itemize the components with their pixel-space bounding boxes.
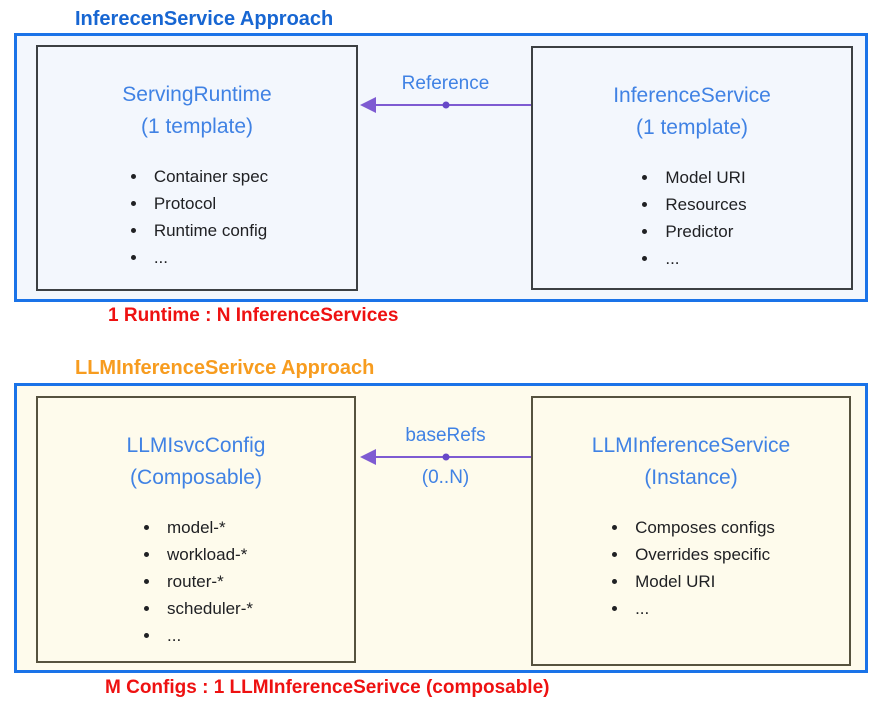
approach-panel: ServingRuntime (1 template) Container sp… <box>14 33 868 302</box>
cardinality-caption: 1 Runtime : N InferenceServices <box>108 305 399 326</box>
cardinality-caption: M Configs : 1 LLMInferenceSerivce (compo… <box>105 677 550 698</box>
box-subheading: (Composable) <box>130 466 262 489</box>
feature-item: Protocol <box>126 190 268 217</box>
arrow-head-icon <box>360 449 376 465</box>
box-heading: InferenceService <box>613 84 771 107</box>
arrow-shaft <box>373 103 531 107</box>
arrow-shaft <box>373 455 531 459</box>
baserefs-arrow: baseRefs (0..N) <box>360 424 531 514</box>
box-subheading: (1 template) <box>140 115 254 138</box>
feature-item: scheduler-* <box>139 595 253 622</box>
arrow-cardinality-label: (0..N) <box>421 467 470 488</box>
approach-panel: LLMIsvcConfig (Composable) model-*worklo… <box>14 383 868 673</box>
box-servingruntime: ServingRuntime (1 template) Container sp… <box>36 45 358 291</box>
box-llminferenceservice: LLMInferenceService (Instance) Composes … <box>531 396 851 666</box>
box-llmisvcconfig: LLMIsvcConfig (Composable) model-*worklo… <box>36 396 356 663</box>
feature-item: router-* <box>139 568 253 595</box>
box-subheading: (Instance) <box>644 466 738 489</box>
feature-item: ... <box>139 622 253 649</box>
feature-item: model-* <box>139 514 253 541</box>
section-title: InferecenService Approach <box>75 8 334 30</box>
feature-item: Predictor <box>637 218 746 245</box>
reference-arrow: Reference <box>360 72 531 162</box>
arrow-head-icon <box>360 97 376 113</box>
feature-item: ... <box>126 244 268 271</box>
arrow-label: baseRefs <box>405 425 486 446</box>
feature-item: Container spec <box>126 163 268 190</box>
arrow-midpoint-dot <box>442 453 449 461</box>
feature-item: Composes configs <box>607 514 775 541</box>
section-title: LLMInferenceSerivce Approach <box>75 357 375 379</box>
feature-list: model-*workload-*router-*scheduler-*... <box>139 514 253 649</box>
feature-item: Model URI <box>607 568 775 595</box>
box-heading: LLMInferenceService <box>591 434 791 457</box>
feature-item: ... <box>637 245 746 272</box>
box-heading: LLMIsvcConfig <box>126 434 266 457</box>
feature-item: ... <box>607 595 775 622</box>
arrow-label: Reference <box>401 73 490 94</box>
feature-item: Resources <box>637 191 747 218</box>
feature-item: Model URI <box>637 164 746 191</box>
feature-item: Runtime config <box>126 217 268 244</box>
feature-item: Overrides specific <box>607 541 775 568</box>
box-subheading: (1 template) <box>635 116 749 139</box>
feature-item: workload-* <box>139 541 253 568</box>
arrow-midpoint-dot <box>442 101 449 109</box>
box-heading: ServingRuntime <box>122 83 272 106</box>
